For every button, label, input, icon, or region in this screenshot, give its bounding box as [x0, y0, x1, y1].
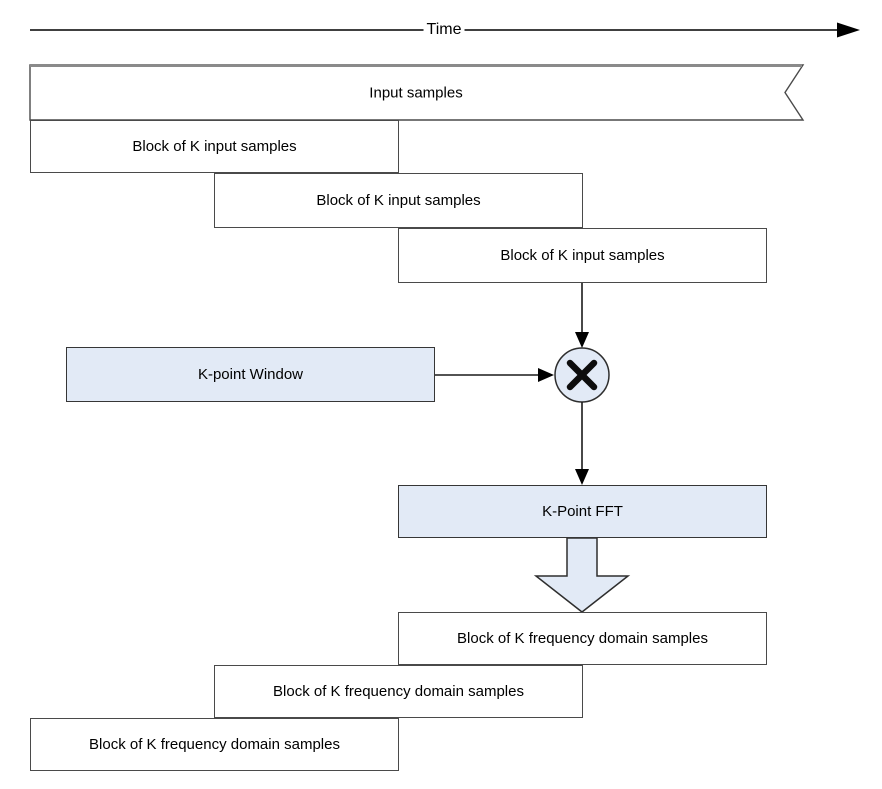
- fft-output-block-arrow-icon: [533, 537, 631, 613]
- time-axis-label: Time: [423, 21, 465, 39]
- multiply-icon: [566, 359, 598, 391]
- input-block-2: Block of K input samples: [214, 173, 583, 228]
- input-block-label: Block of K input samples: [132, 138, 297, 155]
- input-samples-box: [29, 64, 805, 121]
- down-arrowhead-icon: [575, 332, 589, 348]
- fft-box: K-Point FFT: [398, 485, 767, 538]
- connector-block-to-multiply: [575, 283, 589, 348]
- window-label: K-point Window: [197, 366, 304, 383]
- window-box: K-point Window: [66, 347, 435, 402]
- freq-block-label: Block of K frequency domain samples: [457, 630, 708, 647]
- freq-block-1: Block of K frequency domain samples: [398, 612, 767, 665]
- input-block-3: Block of K input samples: [398, 228, 767, 283]
- freq-block-label: Block of K frequency domain samples: [273, 683, 524, 700]
- input-block-label: Block of K input samples: [316, 192, 481, 209]
- connector-window-to-multiply: [435, 368, 554, 382]
- input-block-label: Block of K input samples: [500, 247, 665, 264]
- multiply-node: [554, 347, 610, 403]
- down-arrowhead-icon: [575, 469, 589, 485]
- freq-block-2: Block of K frequency domain samples: [214, 665, 583, 718]
- fft-label: K-Point FFT: [542, 503, 623, 520]
- freq-block-label: Block of K frequency domain samples: [89, 736, 340, 753]
- time-arrowhead-icon: [837, 22, 860, 38]
- input-block-1: Block of K input samples: [30, 120, 399, 173]
- connector-multiply-to-fft: [575, 402, 589, 485]
- input-samples-label: Input samples: [369, 84, 463, 102]
- freq-block-3: Block of K frequency domain samples: [30, 718, 399, 771]
- right-arrowhead-icon: [538, 368, 554, 382]
